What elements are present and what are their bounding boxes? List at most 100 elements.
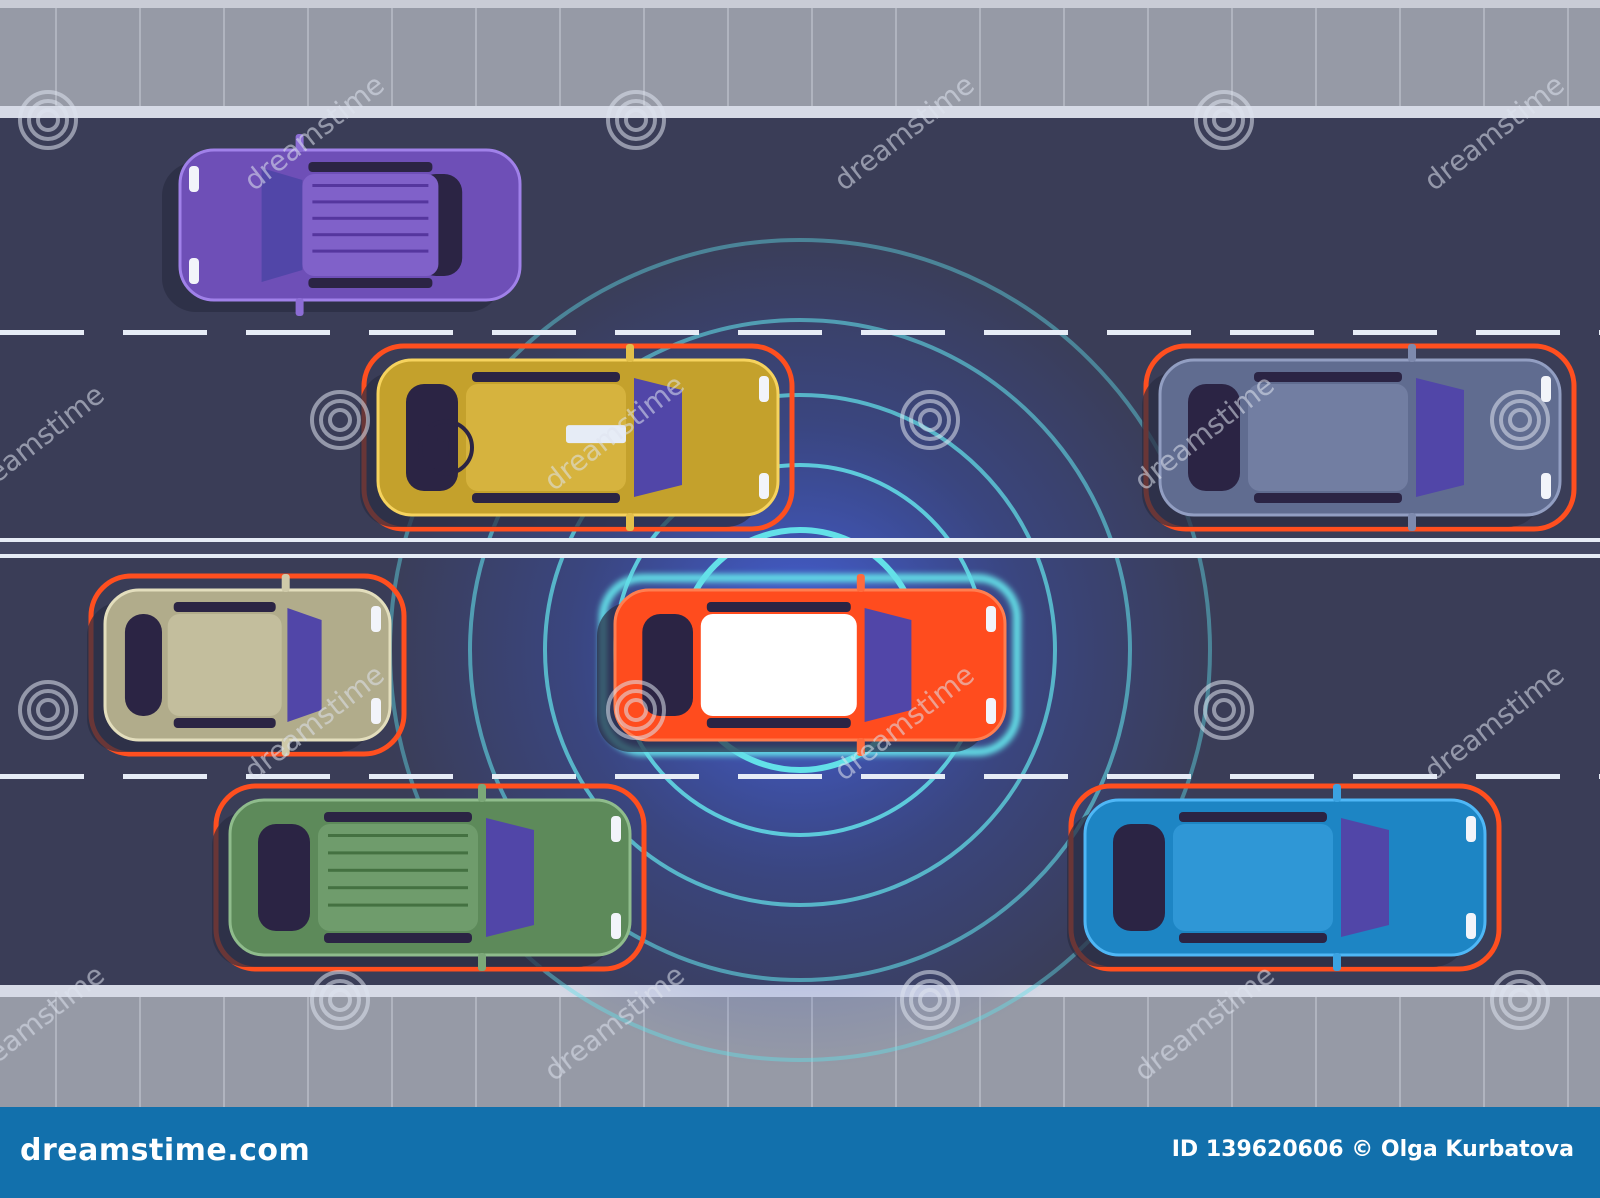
watermark-spiral-icon xyxy=(310,390,370,450)
blue-car xyxy=(1067,783,1502,972)
headlight xyxy=(189,258,199,284)
lane-dash xyxy=(1476,330,1560,335)
sidewalk-seam xyxy=(391,8,393,106)
sensor-ring xyxy=(468,318,1132,982)
watermark-spiral-icon xyxy=(1194,90,1254,150)
watermark-spiral-icon xyxy=(328,988,352,1012)
side-window xyxy=(324,933,472,943)
windshield xyxy=(261,168,303,282)
roof-rack-bar xyxy=(328,886,468,890)
roof-rack-bar xyxy=(328,834,468,837)
windshield xyxy=(1416,378,1464,497)
lane-dash xyxy=(369,330,453,335)
watermark-spiral-icon xyxy=(624,698,648,722)
watermark-spiral-icon xyxy=(18,90,78,150)
sidewalk-seam xyxy=(475,997,477,1107)
side-window xyxy=(308,162,433,172)
watermark-spiral-icon xyxy=(1212,698,1236,722)
lane-dash xyxy=(1230,774,1314,779)
footer-bar: dreamstime.com ID 139620606 © Olga Kurba… xyxy=(0,1107,1600,1198)
brand-logo[interactable]: dreamstime.com xyxy=(20,1133,311,1168)
side-window xyxy=(1179,812,1327,822)
sidewalk-seam xyxy=(307,997,309,1107)
side-window xyxy=(324,812,472,822)
lane-dash xyxy=(615,330,699,335)
side-window xyxy=(1254,493,1402,503)
watermark-spiral-icon xyxy=(900,390,960,450)
watermark-spiral-icon xyxy=(1499,399,1541,441)
lane-dash xyxy=(123,330,207,335)
headlight xyxy=(371,606,381,632)
roof-rack-bar xyxy=(312,184,429,187)
car-roof xyxy=(318,824,478,931)
lane-dash xyxy=(984,330,1068,335)
watermark-spiral-icon xyxy=(1508,408,1532,432)
sidewalk-seam xyxy=(55,997,57,1107)
watermark-spiral-icon xyxy=(1194,680,1254,740)
watermark-spiral-icon xyxy=(1203,99,1245,141)
sidewalk-seam xyxy=(1483,997,1485,1107)
side-mirror xyxy=(626,344,634,362)
lane-dash xyxy=(246,774,330,779)
lane-dashes xyxy=(0,330,1600,779)
lane-dash xyxy=(861,774,945,779)
car-roof xyxy=(302,174,439,276)
sidewalk-seam xyxy=(643,8,645,106)
windshield xyxy=(287,608,322,722)
lane-dash xyxy=(1107,774,1191,779)
cars: T xyxy=(87,134,1577,972)
watermark-spiral-icon xyxy=(909,979,951,1021)
top-sidewalk-curb xyxy=(0,106,1600,118)
lane-dash xyxy=(246,330,330,335)
windshield xyxy=(634,378,682,497)
taxi-roof-sign xyxy=(566,425,626,444)
watermark-spiral-icon xyxy=(1212,108,1236,132)
sidewalk-seam xyxy=(475,8,477,106)
windshield xyxy=(1341,818,1389,937)
side-window xyxy=(308,278,433,288)
watermark-spiral-icon xyxy=(27,99,69,141)
side-mirror xyxy=(478,953,486,971)
lane-dash xyxy=(738,774,822,779)
watermark-spiral-icon xyxy=(1203,689,1245,731)
side-mirror xyxy=(1333,784,1341,802)
side-mirror xyxy=(1333,953,1341,971)
taxi-badge xyxy=(418,419,474,476)
sidewalk-seam xyxy=(1231,997,1233,1107)
rear-window xyxy=(124,614,162,716)
side-mirror xyxy=(295,134,304,152)
rear-window xyxy=(1188,384,1240,491)
yellow-taxi: T xyxy=(360,343,795,532)
headlight xyxy=(986,606,996,632)
car-roof xyxy=(466,384,626,491)
lane-dash xyxy=(861,330,945,335)
sensor-ring xyxy=(543,393,1057,907)
rear-window xyxy=(258,824,310,931)
roof-rack-bar xyxy=(328,903,468,907)
rear-window xyxy=(642,614,693,716)
sidewalk-seam xyxy=(1147,8,1149,106)
headlight xyxy=(1541,473,1551,499)
sidewalk-seam xyxy=(139,8,141,106)
lane-dash xyxy=(615,774,699,779)
watermark-spiral-icon xyxy=(900,970,960,1030)
side-mirror xyxy=(281,738,290,756)
side-mirror xyxy=(856,574,865,592)
sidewalk-seam xyxy=(55,8,57,106)
image-credit: ID 139620606 © Olga Kurbatova xyxy=(1171,1137,1574,1162)
sidewalk-seam xyxy=(1315,997,1317,1107)
center-divider-top xyxy=(0,538,1600,542)
watermark-spiral-icon xyxy=(615,99,657,141)
watermark-spiral-icon xyxy=(918,988,942,1012)
car-roof xyxy=(167,614,282,716)
sidewalk-seam xyxy=(559,997,561,1107)
side-window xyxy=(706,718,851,728)
windshield xyxy=(864,608,912,722)
roof-rack-bar xyxy=(312,216,429,220)
sidewalk-seam xyxy=(1567,8,1569,106)
side-window xyxy=(173,602,276,612)
sidewalk-seam xyxy=(1147,997,1149,1107)
headlight xyxy=(986,698,996,724)
